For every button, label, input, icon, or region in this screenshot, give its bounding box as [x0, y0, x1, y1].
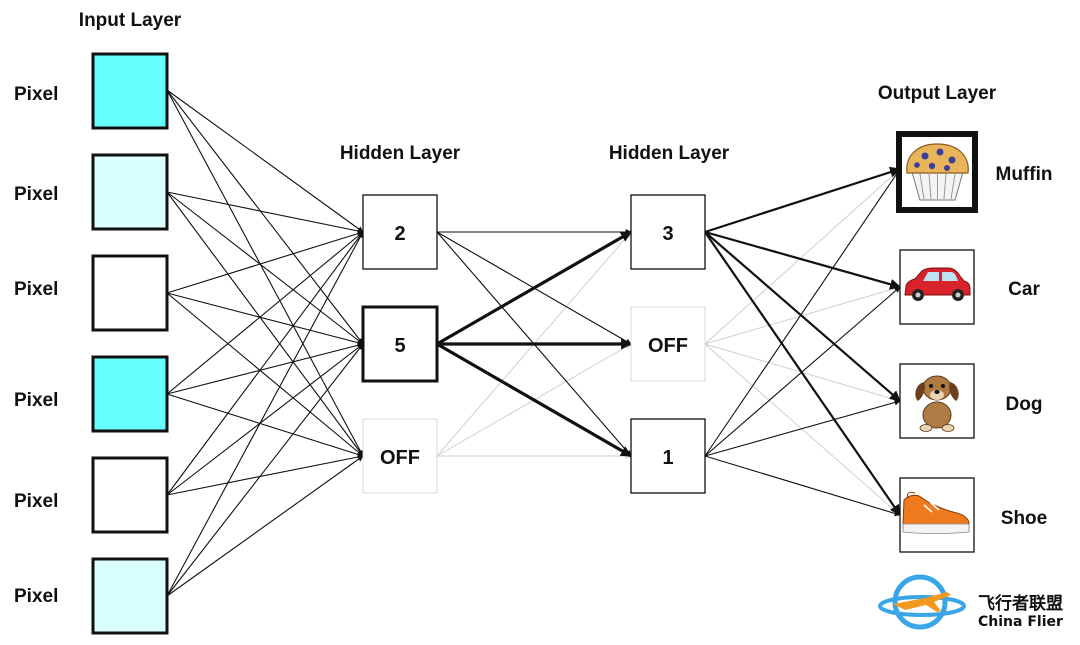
output-node-label: Dog	[1006, 394, 1043, 415]
dog-icon	[915, 375, 959, 432]
input-node: Pixel	[14, 456, 169, 534]
connection-arrow	[704, 168, 901, 457]
input-node: Pixel	[14, 254, 169, 332]
active-connections	[166, 89, 902, 597]
connection-arrow	[166, 89, 364, 233]
connection-arrow	[166, 343, 364, 597]
output-layer: Muffin Car	[896, 131, 1053, 553]
hidden-layer-2-title: Hidden Layer	[609, 143, 730, 164]
connection-arrow	[704, 231, 901, 516]
connection-arrow	[166, 292, 364, 457]
input-pixel-box	[91, 52, 169, 130]
connection-arrow	[166, 454, 364, 496]
connection-arrow	[704, 166, 902, 234]
hidden-layer-1-title: Hidden Layer	[340, 143, 461, 164]
china-flier-logo-icon	[878, 574, 966, 630]
car-icon	[904, 267, 971, 301]
input-layer-title: Input Layer	[79, 10, 182, 31]
connection-arrow-faded	[704, 343, 901, 516]
input-node-label: Pixel	[14, 390, 58, 411]
input-node-label: Pixel	[14, 586, 58, 607]
watermark-cn-text: 飞行者联盟	[978, 593, 1063, 614]
hidden-node-value: OFF	[648, 335, 688, 357]
input-node: Pixel	[14, 355, 169, 433]
output-layer-title: Output Layer	[878, 83, 997, 104]
output-node-car: Car	[899, 249, 1040, 325]
hidden-node-value: OFF	[380, 447, 420, 469]
hidden-node-box	[362, 194, 438, 270]
input-node: Pixel	[14, 52, 169, 130]
shoe-icon	[902, 491, 970, 534]
input-node-label: Pixel	[14, 279, 58, 300]
hidden-node-value: 2	[394, 223, 405, 245]
input-node-label: Pixel	[14, 184, 58, 205]
input-pixel-box	[91, 456, 169, 534]
muffin-icon	[906, 143, 969, 201]
output-node-dog: Dog	[899, 363, 1043, 439]
hidden-node-value: 5	[394, 335, 405, 357]
connection-arrow	[704, 455, 901, 517]
input-pixel-box	[91, 153, 169, 231]
hidden-layer-1: 2 5 OFF	[361, 194, 439, 494]
input-pixel-box	[91, 254, 169, 332]
connection-arrow	[166, 393, 364, 458]
connection-arrow	[166, 231, 364, 597]
connection-arrow	[166, 231, 364, 496]
connection-arrow	[704, 399, 901, 457]
hidden-node-value: 3	[662, 223, 673, 245]
connection-arrow	[166, 342, 364, 395]
input-node-label: Pixel	[14, 84, 58, 105]
connection-arrow	[704, 230, 902, 290]
input-node: Pixel	[14, 557, 169, 635]
hidden-node-value: 1	[662, 447, 673, 469]
hidden-node-box	[630, 194, 706, 270]
hidden-node-box-off	[362, 418, 438, 494]
connection-arrow	[166, 191, 364, 234]
connection-arrow-faded	[704, 168, 901, 345]
hidden-node-box	[630, 418, 706, 494]
input-node: Pixel	[14, 153, 169, 231]
output-node-label: Muffin	[996, 164, 1053, 185]
connection-arrow	[704, 286, 901, 457]
connection-arrow	[166, 191, 364, 345]
watermark-en-text: China Flier	[978, 614, 1063, 630]
connection-arrow	[166, 89, 364, 345]
hidden-layer-2: 3 OFF 1	[630, 194, 706, 494]
connection-arrow	[166, 231, 364, 395]
watermark: 飞行者联盟 China Flier	[878, 574, 1063, 630]
output-node-muffin: Muffin	[896, 131, 1053, 213]
input-node-label: Pixel	[14, 491, 58, 512]
hidden-node-box-strong	[361, 305, 439, 383]
output-node-shoe: Shoe	[899, 477, 1047, 553]
connection-arrow	[704, 231, 901, 402]
output-node-label: Shoe	[1001, 508, 1047, 529]
connection-arrow	[166, 230, 364, 294]
connection-arrow	[166, 191, 364, 457]
input-pixel-box	[91, 355, 169, 433]
input-layer: Pixel Pixel Pixel Pixel Pixel Pixel	[14, 52, 169, 635]
hidden-node-box-off	[630, 306, 706, 382]
connection-arrow	[166, 343, 364, 496]
connection-arrow	[436, 342, 632, 458]
connection-arrow	[436, 230, 632, 346]
connection-arrow	[166, 89, 364, 457]
connection-arrow	[166, 455, 364, 597]
output-node-label: Car	[1008, 279, 1040, 300]
connection-arrow	[166, 292, 364, 346]
input-pixel-box	[91, 557, 169, 635]
